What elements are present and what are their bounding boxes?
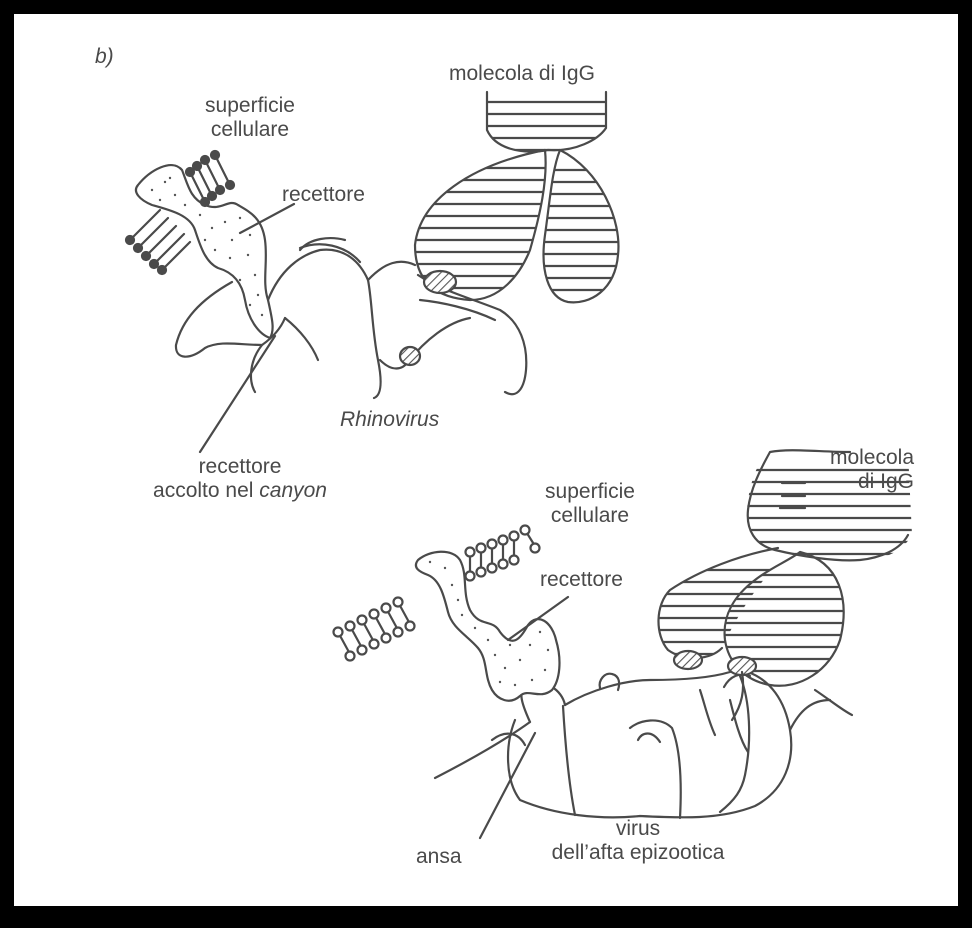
igg-label-bottom: molecola di IgG (780, 446, 914, 494)
igg-label-bottom-line2: di IgG (780, 470, 914, 494)
rhinovirus-label: Rhinovirus (340, 408, 439, 432)
igg-molecule-top (400, 92, 625, 365)
receptor-bottom (416, 552, 560, 701)
canyon-label-line2: accolto nel canyon (110, 479, 370, 503)
canyon-label-italic: canyon (259, 479, 327, 502)
loop-label: ansa (416, 845, 462, 869)
receptor-top (136, 165, 273, 338)
receptor-label-top: recettore (282, 183, 365, 207)
surface-label-bottom: superficie cellulare (520, 480, 660, 528)
panel-label: b) (95, 45, 114, 69)
virus-label-bottom-line2: dell’afta epizootica (518, 841, 758, 865)
surface-label-top: superficie cellulare (180, 94, 320, 142)
surface-label-top-line1: superficie (180, 94, 320, 118)
canyon-label-prefix: accolto nel (153, 479, 253, 502)
canyon-label: recettore accolto nel canyon (110, 455, 370, 503)
surface-label-bottom-line1: superficie (520, 480, 660, 504)
virus-label-bottom-line1: virus (518, 817, 758, 841)
igg-label-top: molecola di IgG (449, 62, 595, 86)
igg-label-bottom-line1: molecola (780, 446, 914, 470)
canyon-label-line1: recettore (110, 455, 370, 479)
surface-label-top-line2: cellulare (180, 118, 320, 142)
virus-label-bottom: virus dell’afta epizootica (518, 817, 758, 865)
receptor-label-bottom: recettore (540, 568, 623, 592)
surface-label-bottom-line2: cellulare (520, 504, 660, 528)
